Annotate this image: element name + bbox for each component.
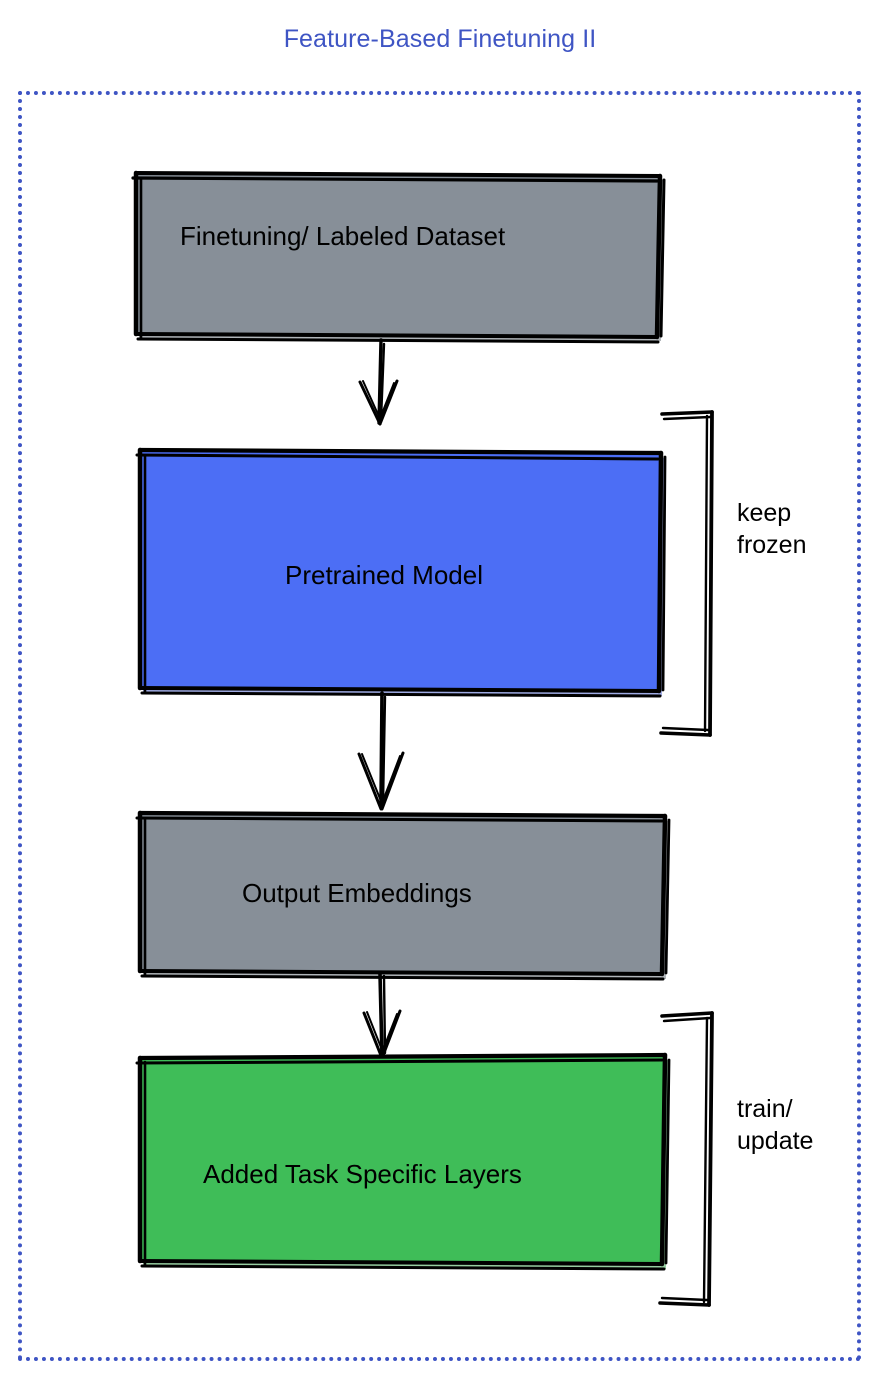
node-output-embeddings[interactable]: Output Embeddings bbox=[140, 813, 673, 979]
node-dataset-label: Finetuning/ Labeled Dataset bbox=[180, 221, 506, 251]
annotation-train-update: train/ update bbox=[737, 1095, 814, 1155]
annotation-keep-frozen: keep frozen bbox=[737, 499, 807, 559]
node-pretrained-model[interactable]: Pretrained Model bbox=[140, 450, 669, 696]
page-title: Feature-Based Finetuning II bbox=[283, 25, 597, 53]
node-dataset[interactable]: Finetuning/ Labeled Dataset bbox=[136, 173, 664, 342]
node-output-embeddings-label: Output Embeddings bbox=[242, 878, 472, 908]
node-pretrained-model-label: Pretrained Model bbox=[285, 560, 483, 590]
dashed-container-frame bbox=[18, 91, 861, 1361]
node-task-layers-label: Added Task Specific Layers bbox=[203, 1159, 522, 1189]
node-task-layers[interactable]: Added Task Specific Layers bbox=[140, 1055, 673, 1269]
